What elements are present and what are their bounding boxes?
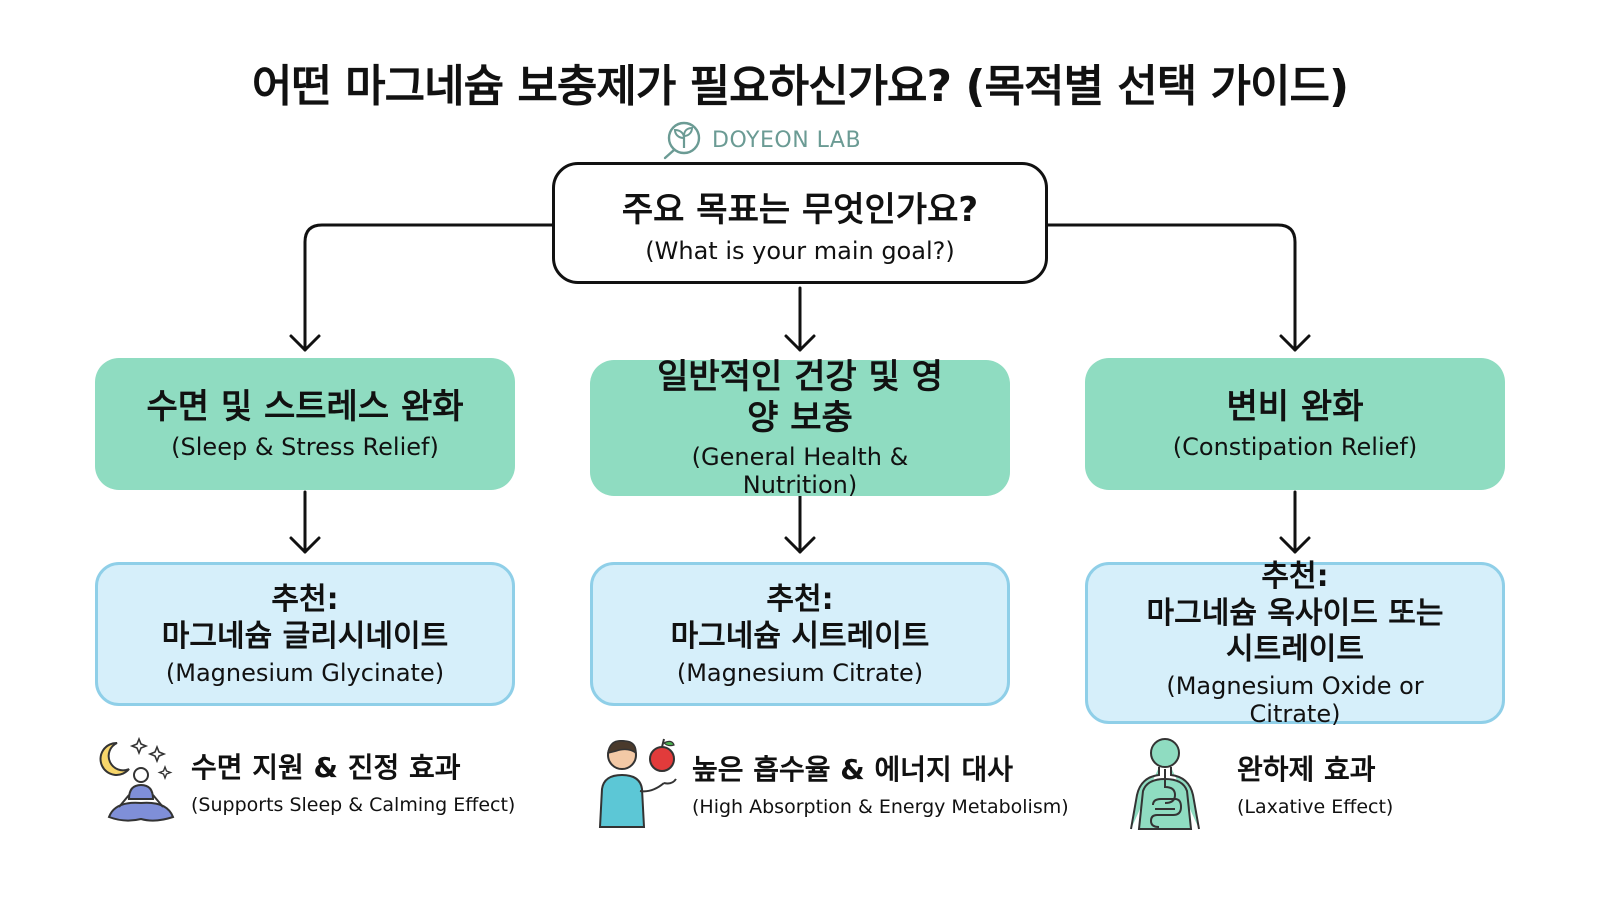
category-constipation: 변비 완화 (Constipation Relief) [1085, 358, 1505, 490]
category-en: (Sleep & Stress Relief) [171, 432, 439, 461]
recommendation-name: 마그네슘 글리시네이트 [161, 618, 449, 654]
goal-question-ko: 주요 목표는 무엇인가요? [621, 189, 979, 230]
arrow-right-rec [1279, 536, 1311, 554]
brand-name: DOYEON LAB [712, 127, 862, 153]
arrow-right [1279, 334, 1311, 352]
category-en: (General Health & Nutrition) [691, 443, 909, 500]
category-ko: 수면 및 스트레스 완화 [146, 387, 464, 428]
category-ko: 변비 완화 [1226, 387, 1364, 428]
recommendation-en: (Magnesium Oxide or Citrate) [1166, 671, 1424, 728]
category-en: (Constipation Relief) [1172, 432, 1418, 461]
effect-laxative: 완하제 효과 (Laxative Effect) [1125, 735, 1393, 831]
arrow-center [784, 334, 816, 352]
recommendation-en: (Magnesium Citrate) [676, 658, 924, 687]
recommendation-label: 추천: [1261, 559, 1329, 595]
category-sleep-stress: 수면 및 스트레스 완화 (Sleep & Stress Relief) [95, 358, 515, 490]
recommendation-en: (Magnesium Glycinate) [165, 658, 445, 687]
recommendation-name: 마그네슘 옥사이드 또는 시트레이트 [1146, 595, 1444, 667]
recommendation-label: 추천: [271, 582, 339, 618]
recommendation-oxide-citrate: 추천: 마그네슘 옥사이드 또는 시트레이트 (Magnesium Oxide … [1085, 559, 1505, 728]
effect-absorption: 높은 흡수율 & 에너지 대사 (High Absorption & Energ… [592, 735, 1069, 831]
arrow-center-rec [784, 536, 816, 554]
meditation-moon-icon [99, 736, 175, 822]
effect-en: (High Absorption & Energy Metabolism) [692, 796, 1069, 818]
effect-ko: 높은 흡수율 & 에너지 대사 [692, 753, 1014, 786]
connector-left [303, 223, 554, 352]
connector-right [1046, 223, 1297, 352]
recommendation-label: 추천: [766, 582, 834, 618]
effect-en: (Laxative Effect) [1237, 796, 1394, 818]
goal-question-en: (What is your main goal?) [645, 236, 955, 265]
arrow-left [289, 334, 321, 352]
effect-en: (Supports Sleep & Calming Effect) [191, 794, 516, 816]
effect-ko: 완하제 효과 [1237, 753, 1376, 786]
effect-sleep: 수면 지원 & 진정 효과 (Supports Sleep & Calming … [95, 735, 515, 827]
category-general-health: 일반적인 건강 및 영양 보충 (General Health & Nutrit… [590, 356, 1010, 500]
recommendation-name: 마그네슘 시트레이트 [670, 618, 930, 654]
effect-ko: 수면 지원 & 진정 효과 [191, 751, 461, 784]
person-apple-icon [598, 738, 677, 828]
arrow-left-rec [289, 536, 321, 554]
recommendation-citrate: 추천: 마그네슘 시트레이트 (Magnesium Citrate) [590, 562, 1010, 706]
brand-logo: DOYEON LAB [660, 120, 861, 160]
category-ko: 일반적인 건강 및 영양 보충 [657, 356, 943, 438]
digestive-system-icon [1130, 738, 1200, 830]
recommendation-glycinate: 추천: 마그네슘 글리시네이트 (Magnesium Glycinate) [95, 562, 515, 706]
goal-question-box: 주요 목표는 무엇인가요? (What is your main goal?) [552, 162, 1048, 284]
page-title: 어떤 마그네슘 보충제가 필요하신가요? (목적별 선택 가이드) [251, 61, 1349, 112]
sprout-logo-icon [663, 121, 701, 160]
